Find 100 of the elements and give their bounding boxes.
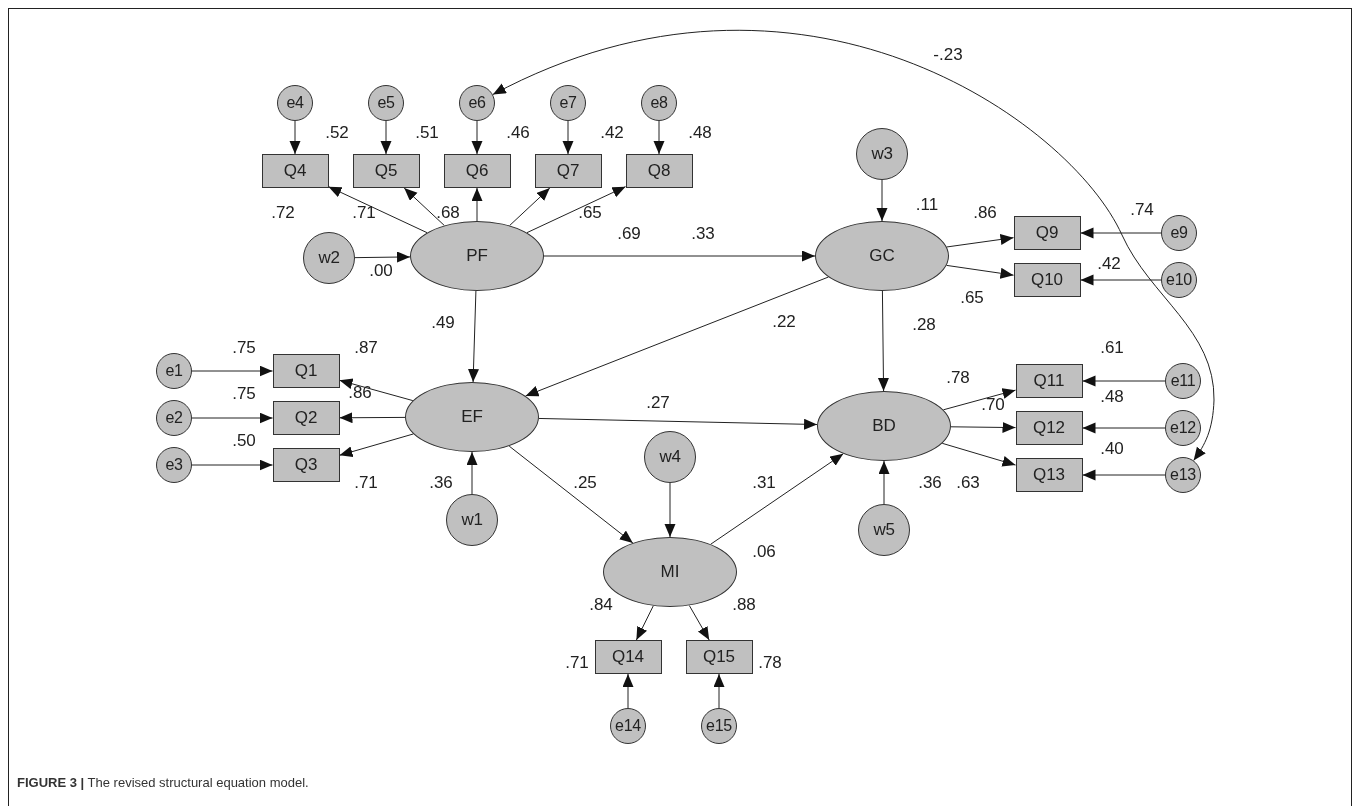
disturbance-circle: w2 [303, 232, 355, 284]
disturbance-circle: w3 [856, 128, 908, 180]
error-term-circle: e11 [1165, 363, 1201, 399]
arrow [509, 187, 551, 226]
path-coefficient: .78 [758, 653, 782, 673]
arrow [1080, 274, 1162, 286]
error-term-circle: e13 [1165, 457, 1201, 493]
arrow [289, 120, 301, 155]
path-coefficient: .71 [565, 653, 589, 673]
observed-variable-box: Q2 [272, 401, 340, 435]
error-term-circle: e2 [156, 400, 192, 436]
observed-variable-box: Q7 [534, 154, 602, 188]
arrow [622, 673, 634, 709]
path-coefficient: .87 [354, 338, 378, 358]
arrow [471, 187, 483, 222]
arrow [1080, 227, 1162, 239]
path-coefficient: .28 [912, 315, 936, 335]
observed-variable-box: Q6 [443, 154, 511, 188]
path-coefficient: .61 [1100, 338, 1124, 358]
error-term-circle: e8 [641, 85, 677, 121]
error-term-circle: e15 [701, 708, 737, 744]
observed-variable-box: Q15 [685, 640, 753, 674]
arrow [941, 442, 1016, 467]
arrow [946, 264, 1014, 279]
arrow [403, 187, 445, 226]
path-coefficient: .42 [600, 123, 624, 143]
arrow [1082, 422, 1166, 434]
arrow [877, 290, 889, 392]
arrow [466, 451, 478, 495]
error-term-circle: e7 [550, 85, 586, 121]
path-coefficient: .36 [429, 473, 453, 493]
covariance-curve [492, 30, 1215, 461]
arrow [191, 412, 273, 424]
latent-variable-ellipse: GC [815, 221, 949, 291]
path-coefficient: .65 [578, 203, 602, 223]
arrow [664, 482, 676, 538]
path-coefficient: .71 [354, 473, 378, 493]
error-term-circle: e1 [156, 353, 192, 389]
arrow [468, 290, 479, 383]
arrow [950, 421, 1016, 433]
path-coefficient: .50 [232, 431, 256, 451]
path-coefficient: .65 [960, 288, 984, 308]
observed-variable-box: Q13 [1015, 458, 1083, 492]
error-term-circle: e14 [610, 708, 646, 744]
path-coefficient: .48 [1100, 387, 1124, 407]
arrow [688, 605, 710, 641]
path-coefficient: .86 [348, 383, 372, 403]
observed-variable-box: Q5 [352, 154, 420, 188]
arrow [562, 120, 574, 155]
arrow [543, 250, 816, 262]
observed-variable-box: Q8 [625, 154, 693, 188]
arrow [471, 120, 483, 155]
path-coefficient: .86 [973, 203, 997, 223]
disturbance-circle: w4 [644, 431, 696, 483]
error-term-circle: e9 [1161, 215, 1197, 251]
observed-variable-box: Q12 [1015, 411, 1083, 445]
arrow [1082, 375, 1166, 387]
path-coefficient: .74 [1130, 200, 1154, 220]
arrow [526, 186, 626, 234]
path-coefficient: .69 [617, 224, 641, 244]
latent-variable-ellipse: BD [817, 391, 951, 461]
observed-variable-box: Q14 [594, 640, 662, 674]
observed-variable-box: Q4 [261, 154, 329, 188]
path-coefficient: .00 [369, 261, 393, 281]
arrow [653, 120, 665, 155]
observed-variable-box: Q9 [1013, 216, 1081, 250]
path-coefficient: .72 [271, 203, 295, 223]
arrow [354, 251, 411, 263]
observed-variable-box: Q10 [1013, 263, 1081, 297]
path-coefficient: .27 [646, 393, 670, 413]
path-coefficient: .68 [436, 203, 460, 223]
arrow [1082, 469, 1166, 481]
path-coefficient: .36 [918, 473, 942, 493]
latent-variable-ellipse: EF [405, 382, 539, 452]
observed-variable-box: Q11 [1015, 364, 1083, 398]
path-coefficient: .52 [325, 123, 349, 143]
arrow [538, 417, 818, 430]
path-coefficient: .78 [946, 368, 970, 388]
arrow [876, 179, 888, 222]
arrow [191, 365, 273, 377]
path-coefficient: .75 [232, 338, 256, 358]
path-coefficient: -.23 [933, 45, 963, 65]
path-coefficient: .42 [1097, 254, 1121, 274]
path-coefficient: .88 [732, 595, 756, 615]
error-term-circle: e6 [459, 85, 495, 121]
disturbance-circle: w1 [446, 494, 498, 546]
path-coefficient: .71 [352, 203, 376, 223]
arrow [525, 276, 829, 397]
latent-variable-ellipse: PF [410, 221, 544, 291]
path-coefficient: .70 [981, 395, 1005, 415]
path-coefficient: .75 [232, 384, 256, 404]
figure-caption: FIGURE 3 | The revised structural equation model. [17, 775, 309, 790]
arrow [339, 412, 406, 424]
path-coefficient: .84 [589, 595, 613, 615]
disturbance-circle: w5 [858, 504, 910, 556]
arrow [710, 453, 844, 545]
path-coefficient: .11 [915, 195, 939, 215]
arrow [380, 120, 392, 155]
arrow [635, 605, 654, 641]
arrow [946, 234, 1014, 248]
